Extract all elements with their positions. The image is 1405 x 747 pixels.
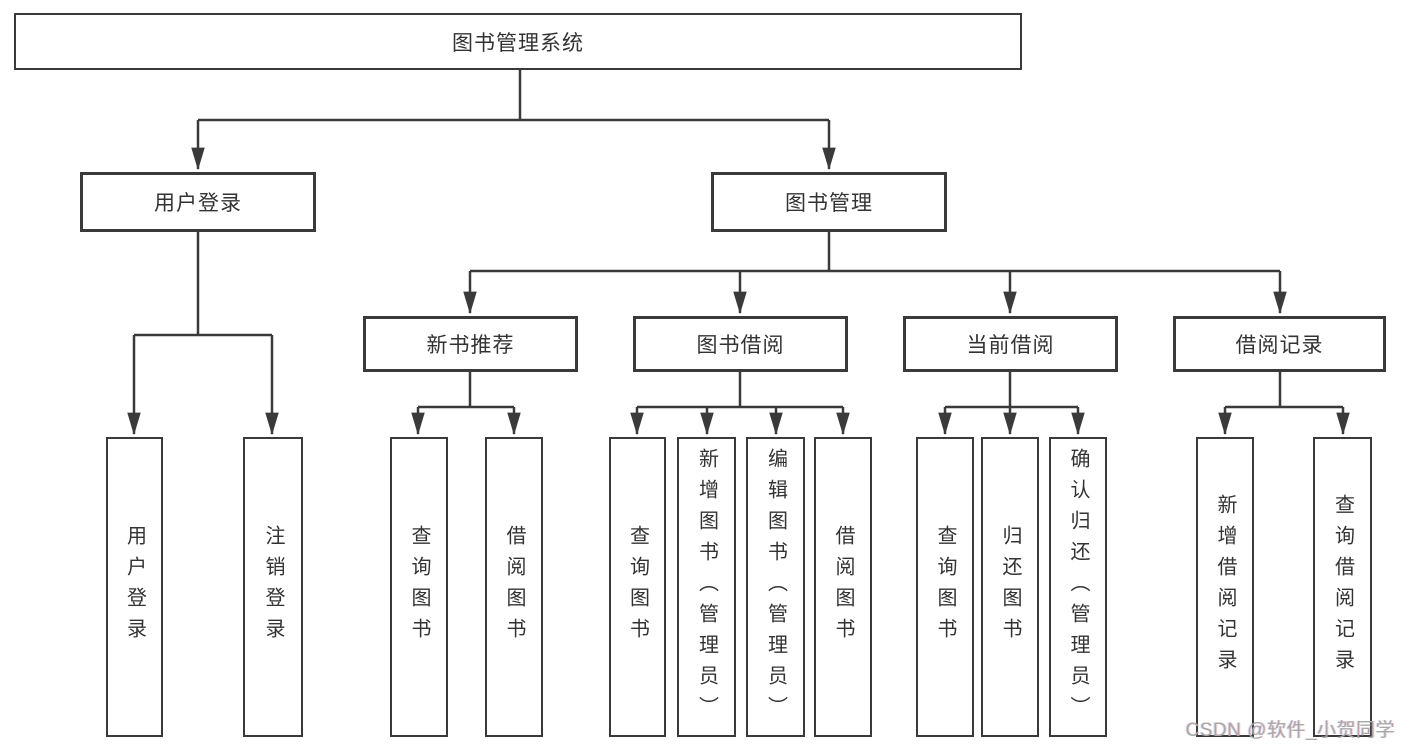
leaf-current-return: 归还图书	[981, 437, 1039, 737]
node-book-borrow: 图书借阅	[633, 316, 848, 372]
leaf-newbook-query: 查询图书	[390, 437, 448, 737]
leaf-newbook-query-label: 查询图书	[408, 525, 430, 649]
leaf-record-add-label: 新增借阅记录	[1214, 494, 1236, 680]
leaf-borrow-borrow-label: 借阅图书	[832, 525, 854, 649]
leaf-borrow-borrow: 借阅图书	[814, 437, 872, 737]
leaf-current-confirm: 确认归还（管理员）	[1049, 437, 1107, 737]
leaf-newbook-borrow: 借阅图书	[485, 437, 543, 737]
node-borrow-record: 借阅记录	[1173, 316, 1386, 372]
node-root: 图书管理系统	[14, 13, 1022, 70]
csdn-watermark: CSDN @软件_小贺同学	[1185, 720, 1395, 741]
node-new-book-label: 新书推荐	[426, 334, 515, 357]
leaf-logout-label: 注销登录	[262, 525, 284, 649]
node-book-borrow-label: 图书借阅	[696, 334, 785, 357]
node-current-borrow-label: 当前借阅	[966, 334, 1055, 357]
leaf-borrow-add: 新增图书（管理员）	[677, 437, 736, 737]
leaf-borrow-query-label: 查询图书	[626, 525, 649, 649]
leaf-record-add: 新增借阅记录	[1196, 437, 1254, 737]
leaf-borrow-edit: 编辑图书（管理员）	[746, 437, 805, 737]
node-current-borrow: 当前借阅	[903, 316, 1118, 372]
node-borrow-record-label: 借阅记录	[1235, 334, 1324, 357]
node-user-login-label: 用户登录	[154, 192, 242, 215]
leaf-current-query-label: 查询图书	[934, 525, 956, 649]
leaf-current-query: 查询图书	[916, 437, 974, 737]
leaf-borrow-edit-label: 编辑图书（管理员）	[764, 447, 787, 727]
leaf-logout: 注销登录	[243, 437, 303, 737]
leaf-borrow-query: 查询图书	[609, 437, 666, 737]
node-book-mgmt-label: 图书管理	[785, 192, 873, 215]
node-user-login: 用户登录	[80, 172, 316, 232]
leaf-current-return-label: 归还图书	[999, 525, 1021, 649]
leaf-record-query-label: 查询借阅记录	[1331, 494, 1354, 680]
leaf-user-login-label: 用户登录	[123, 525, 146, 649]
leaf-user-login: 用户登录	[106, 437, 163, 737]
leaf-borrow-add-label: 新增图书（管理员）	[695, 447, 718, 727]
node-new-book: 新书推荐	[363, 316, 578, 372]
node-book-mgmt: 图书管理	[711, 172, 947, 232]
leaf-newbook-borrow-label: 借阅图书	[503, 525, 525, 649]
leaf-record-query: 查询借阅记录	[1313, 437, 1372, 737]
leaf-current-confirm-label: 确认归还（管理员）	[1067, 447, 1089, 727]
node-root-label: 图书管理系统	[452, 31, 584, 55]
